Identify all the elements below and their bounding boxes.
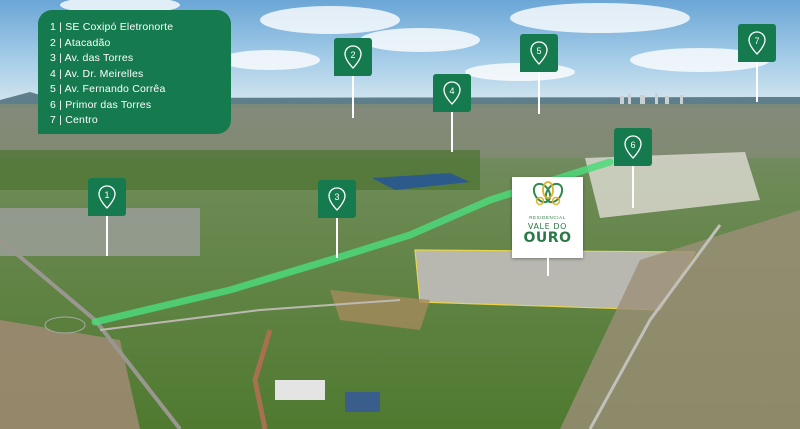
marker-number: 6 [630,140,635,150]
lake [372,173,470,190]
legend-item: 4 | Av. Dr. Meirelles [50,67,144,80]
logo-pointer [547,258,549,276]
map-marker-4: 4 [433,74,471,152]
map-pin-icon: 6 [624,135,642,159]
map-pin-icon: 7 [748,31,766,55]
map-marker-1: 1 [88,178,126,256]
substation [0,208,200,256]
legend-item: 3 | Av. das Torres [50,52,134,64]
legend-item: 5 | Av. Fernando Corrêa [50,83,166,95]
road-mid [99,299,401,331]
map-marker-6: 6 [614,128,652,208]
location-legend: 1 | SE Coxipó Eletronorte 2 | Atacadão 3… [38,10,231,134]
marker-number: 2 [350,50,355,60]
road-right [588,224,722,429]
legend-item: 2 | Atacadão [50,36,111,49]
map-marker-5: 5 [520,34,558,114]
map-pin-icon: 4 [443,81,461,105]
roundabout [44,316,86,334]
building-warehouse [275,380,325,400]
map-marker-3: 3 [318,180,356,258]
clouds [60,0,770,81]
map-marker-2: 2 [334,38,372,118]
housing-left [0,320,140,429]
logo-line-1: VALE DO [527,222,568,231]
marker-number: 5 [536,46,541,56]
map-pin-icon: 3 [328,187,346,211]
logo-line-2: OURO [523,230,572,246]
legend-item: 1 | SE Coxipó Eletronorte [50,21,174,33]
map-pin-icon: 5 [530,41,548,65]
map-pin-icon: 2 [344,45,362,69]
map-pin-icon: 1 [98,185,116,209]
road-dirt [252,329,273,429]
legend-item: 6 | Primor das Torres [50,98,152,111]
map-marker-7: 7 [738,24,776,102]
marker-number: 7 [754,36,759,46]
vale-do-ouro-logo: RESIDENCIAL VALE DO OURO [512,177,583,258]
development-upper [585,152,760,218]
marker-number: 3 [334,192,339,202]
marker-number: 1 [104,190,109,200]
skyline [620,93,683,104]
dirt-field [330,290,430,330]
marker-number: 4 [449,86,454,96]
building-solar [345,392,380,412]
logo-subtitle: RESIDENCIAL [529,215,566,220]
route-highlight [91,158,614,326]
legend-item: 7 | Centro [50,114,98,126]
leaf-emblem-icon [532,181,563,206]
